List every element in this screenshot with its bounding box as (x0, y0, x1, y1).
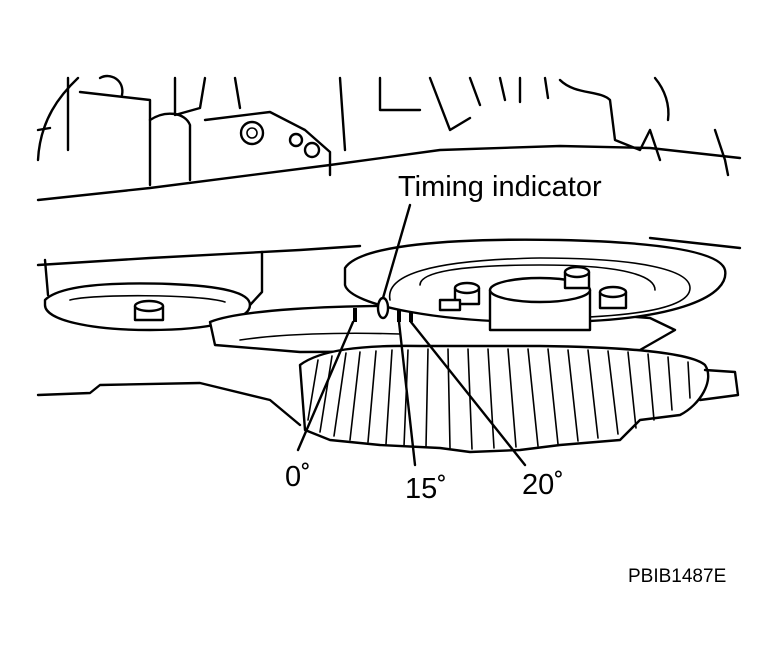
engine-block-upper (36, 74, 730, 187)
lower-housing (36, 344, 740, 454)
timing-indicator-label: Timing indicator (398, 171, 602, 203)
main-pulley (343, 238, 727, 332)
drive-belt (36, 144, 742, 267)
mark-20-label: 20˚ (522, 469, 564, 501)
left-idler-pulley (43, 250, 264, 332)
leader-lines (296, 203, 527, 467)
mark-0-label: 0˚ (285, 461, 311, 493)
mark-15-label: 15˚ (405, 473, 447, 505)
figure-code: PBIB1487E (628, 566, 726, 587)
timing-indicator-pointer (376, 296, 390, 320)
